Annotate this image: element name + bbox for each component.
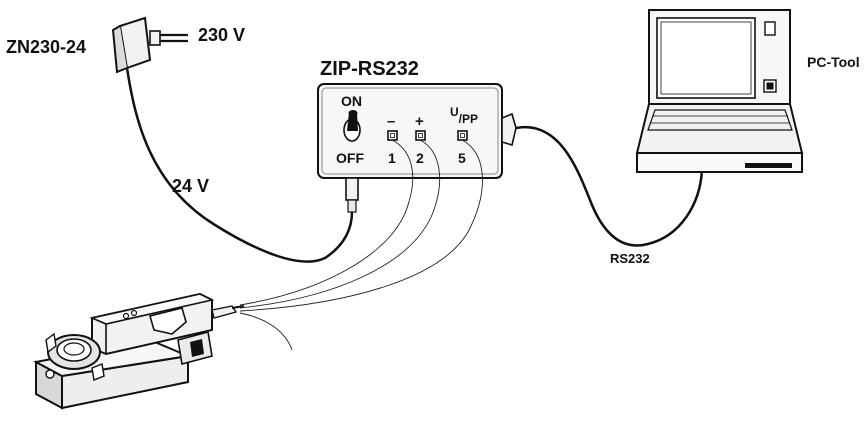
adapter-label: ZN230-24 (6, 37, 86, 57)
pc-label: PC-Tool (807, 54, 860, 70)
toggle-switch[interactable] (343, 110, 361, 142)
mains-voltage-label: 230 V (198, 25, 245, 45)
power-cable (125, 67, 354, 263)
laptop-pc (635, 9, 804, 173)
supply-voltage-label: 24 V (172, 176, 209, 196)
terminal-1-square (387, 130, 398, 141)
terminal-2-number: 2 (416, 150, 424, 166)
terminal-5-symbol: U/PP (450, 105, 478, 126)
rs232-cable (515, 125, 704, 247)
switch-off-label: OFF (336, 150, 364, 166)
terminal-5-number: 5 (458, 150, 466, 166)
actuator-device (33, 292, 245, 410)
terminal-2-symbol: + (415, 113, 424, 130)
device-title: ZIP-RS232 (320, 58, 419, 80)
power-adapter (111, 16, 188, 74)
terminal-2-square (415, 130, 426, 141)
terminal-1-symbol: – (387, 113, 395, 130)
switch-on-label: ON (341, 93, 362, 109)
terminal-1-number: 1 (388, 150, 396, 166)
cable-label: RS232 (610, 251, 650, 266)
zip-rs232-box (317, 83, 517, 213)
terminal-5-square (457, 130, 468, 141)
terminal-wires (239, 139, 483, 351)
